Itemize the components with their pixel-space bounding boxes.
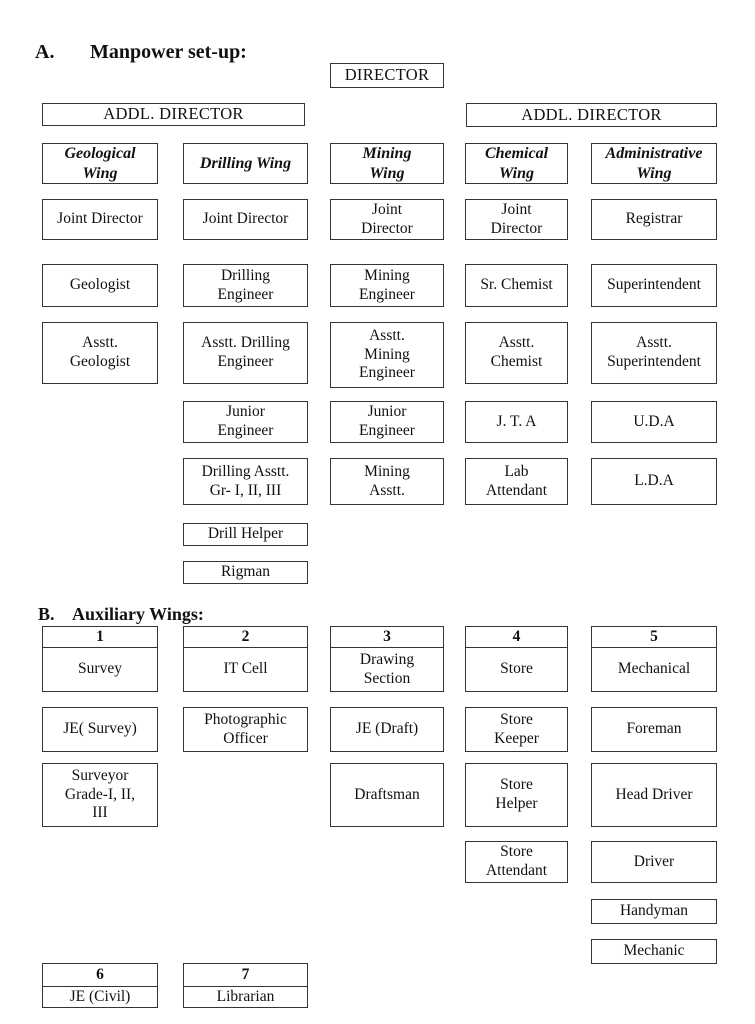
box-store-attendant: Store Attendant bbox=[465, 841, 568, 883]
box-mining-wing-header: Mining Wing bbox=[330, 143, 444, 184]
box-head-driver: Head Driver bbox=[591, 763, 717, 827]
box-driver: Driver bbox=[591, 841, 717, 883]
aux-wing-2-header: 2 IT Cell bbox=[183, 626, 308, 692]
box-joint-director-drilling: Joint Director bbox=[183, 199, 308, 240]
section-a-heading: Manpower set-up: bbox=[90, 41, 247, 63]
section-b-heading: Auxiliary Wings: bbox=[72, 604, 204, 624]
box-geological-wing-header: Geological Wing bbox=[42, 143, 158, 184]
box-uda: U.D.A bbox=[591, 401, 717, 443]
box-mining-engineer: Mining Engineer bbox=[330, 264, 444, 307]
box-joint-director-mining: Joint Director bbox=[330, 199, 444, 240]
aux-wing-2-number: 2 bbox=[184, 627, 307, 648]
section-b-title: B. Auxiliary Wings: bbox=[38, 604, 204, 625]
aux-wing-3-header: 3 Drawing Section bbox=[330, 626, 444, 692]
box-asstt-drilling-engineer: Asstt. Drilling Engineer bbox=[183, 322, 308, 384]
aux-wing-4-header: 4 Store bbox=[465, 626, 568, 692]
box-drill-helper: Drill Helper bbox=[183, 523, 308, 546]
box-joint-director-chemical: Joint Director bbox=[465, 199, 568, 240]
section-a-letter: A. bbox=[35, 41, 55, 63]
box-addl-director-left: ADDL. DIRECTOR bbox=[42, 103, 305, 126]
aux-wing-6-number: 6 bbox=[43, 964, 157, 987]
aux-wing-2-name: IT Cell bbox=[223, 660, 268, 678]
aux-wing-7-number: 7 bbox=[184, 964, 307, 987]
aux-wing-4-name: Store bbox=[500, 660, 533, 678]
aux-wing-3-name: Drawing Section bbox=[359, 650, 415, 687]
aux-wing-1-header: 1 Survey bbox=[42, 626, 158, 692]
box-chemical-wing-header: Chemical Wing bbox=[465, 143, 568, 184]
section-a-title: A. Manpower set-up: bbox=[35, 41, 247, 64]
box-asstt-geologist: Asstt. Geologist bbox=[42, 322, 158, 384]
aux-wing-6-header: 6 JE (Civil) bbox=[42, 963, 158, 1008]
box-registrar: Registrar bbox=[591, 199, 717, 240]
box-store-helper: Store Helper bbox=[465, 763, 568, 827]
box-je-draft: JE (Draft) bbox=[330, 707, 444, 752]
aux-wing-5-name: Mechanical bbox=[617, 660, 691, 678]
box-joint-director-geological: Joint Director bbox=[42, 199, 158, 240]
box-drilling-engineer: Drilling Engineer bbox=[183, 264, 308, 307]
aux-wing-3-number: 3 bbox=[331, 627, 443, 648]
box-lab-attendant: Lab Attendant bbox=[465, 458, 568, 505]
box-asstt-mining-engineer: Asstt. Mining Engineer bbox=[330, 322, 444, 388]
box-junior-engineer-drilling: Junior Engineer bbox=[183, 401, 308, 443]
box-foreman: Foreman bbox=[591, 707, 717, 752]
box-sr-chemist: Sr. Chemist bbox=[465, 264, 568, 307]
aux-wing-7-name: Librarian bbox=[216, 987, 275, 1005]
box-rigman: Rigman bbox=[183, 561, 308, 584]
box-mechanic: Mechanic bbox=[591, 939, 717, 964]
box-draftsman: Draftsman bbox=[330, 763, 444, 827]
box-mining-asstt: Mining Asstt. bbox=[330, 458, 444, 505]
box-addl-director-right: ADDL. DIRECTOR bbox=[466, 103, 717, 127]
box-drilling-asstt: Drilling Asstt. Gr- I, II, III bbox=[183, 458, 308, 505]
box-geologist: Geologist bbox=[42, 264, 158, 307]
box-junior-engineer-mining: Junior Engineer bbox=[330, 401, 444, 443]
aux-wing-1-number: 1 bbox=[43, 627, 157, 648]
box-store-keeper: Store Keeper bbox=[465, 707, 568, 752]
box-asstt-chemist: Asstt. Chemist bbox=[465, 322, 568, 384]
aux-wing-6-name: JE (Civil) bbox=[69, 987, 131, 1005]
aux-wing-4-number: 4 bbox=[466, 627, 567, 648]
aux-wing-1-name: Survey bbox=[78, 660, 122, 678]
box-je-survey: JE( Survey) bbox=[42, 707, 158, 752]
aux-wing-7-header: 7 Librarian bbox=[183, 963, 308, 1008]
box-photographic-officer: Photographic Officer bbox=[183, 707, 308, 752]
box-surveyor-grades: Surveyor Grade-I, II, III bbox=[42, 763, 158, 827]
box-asstt-superintendent: Asstt. Superintendent bbox=[591, 322, 717, 384]
box-drilling-wing-header: Drilling Wing bbox=[183, 143, 308, 184]
box-handyman: Handyman bbox=[591, 899, 717, 924]
aux-wing-5-number: 5 bbox=[592, 627, 716, 648]
box-lda: L.D.A bbox=[591, 458, 717, 505]
section-b-letter: B. bbox=[38, 604, 55, 624]
box-director: DIRECTOR bbox=[330, 63, 444, 88]
box-jta: J. T. A bbox=[465, 401, 568, 443]
aux-wing-5-header: 5 Mechanical bbox=[591, 626, 717, 692]
box-superintendent: Superintendent bbox=[591, 264, 717, 307]
box-administrative-wing-header: Administrative Wing bbox=[591, 143, 717, 184]
